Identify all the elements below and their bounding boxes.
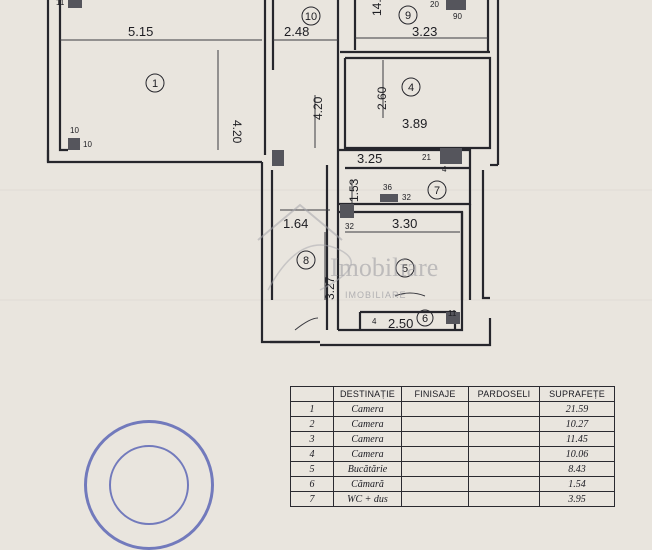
row-destination: Cămară	[333, 476, 402, 492]
room-number-4: 4	[408, 82, 414, 94]
radiator-markers	[68, 0, 466, 324]
row-destination: Camera	[333, 446, 402, 462]
row-area: 1.54	[539, 476, 615, 492]
room-numbers: 1 4 5 6 7 8 9 10	[152, 10, 440, 325]
row-destination: Camera	[333, 401, 402, 417]
marker-label: 10	[83, 140, 92, 149]
room-circles	[145, 5, 447, 327]
dimension-room7-depth: 1.53	[347, 178, 361, 202]
row-finishes	[401, 446, 469, 462]
watermark-brand: Imobiliare	[330, 253, 438, 282]
marker-label: 11	[448, 309, 457, 318]
legend-header-floors: PARDOSELI	[468, 386, 540, 402]
dimension-room10-width: 2.48	[284, 24, 309, 39]
row-finishes	[401, 416, 469, 432]
row-floors	[468, 446, 540, 462]
row-number: 2	[290, 416, 334, 432]
interior-lines	[60, 37, 488, 331]
room-number-1: 1	[152, 78, 158, 90]
dimension-room9-width: 3.23	[412, 24, 437, 39]
dimension-room5-width: 3.30	[392, 216, 417, 231]
marker-label: 4	[442, 165, 447, 174]
row-number: 1	[290, 401, 334, 417]
row-destination: WC + dus	[333, 491, 402, 507]
watermark: Imobiliare IMOBILIARE	[257, 203, 438, 300]
row-floors	[468, 416, 540, 432]
table-row: 2 Camera 10.27	[290, 416, 615, 432]
marker-label: 32	[402, 193, 411, 202]
room-number-7: 7	[434, 185, 440, 197]
marker-label: 90	[453, 12, 462, 21]
marker-label: 21	[422, 153, 431, 162]
room-number-8: 8	[303, 255, 309, 267]
room-number-5: 5	[402, 263, 408, 275]
row-number: 7	[290, 491, 334, 507]
row-floors	[468, 401, 540, 417]
row-number: 5	[290, 461, 334, 477]
legend-header-nr	[290, 386, 334, 402]
row-floors	[468, 491, 540, 507]
row-number: 4	[290, 446, 334, 462]
row-area: 8.43	[539, 461, 615, 477]
legend-header-finishes: FINISAJE	[401, 386, 469, 402]
legend-header-row: DESTINAȚIE FINISAJE PARDOSELI SUPRAFEȚE	[290, 386, 615, 402]
marker-label: 11	[56, 0, 65, 7]
row-finishes	[401, 431, 469, 447]
official-stamp	[84, 420, 214, 550]
marker-label: 10	[70, 126, 79, 135]
dimension-room10-depth: 4.20	[311, 96, 325, 120]
row-finishes	[401, 476, 469, 492]
row-destination: Bucătărie	[333, 461, 402, 477]
row-area: 21.59	[539, 401, 615, 417]
row-area: 3.95	[539, 491, 615, 507]
surface-legend-table: DESTINAȚIE FINISAJE PARDOSELI SUPRAFEȚE …	[290, 386, 615, 507]
row-floors	[468, 431, 540, 447]
table-row: 4 Camera 10.06	[290, 446, 615, 462]
dimension-room1-width: 5.15	[128, 24, 153, 39]
row-number: 3	[290, 431, 334, 447]
row-finishes	[401, 461, 469, 477]
row-destination: Camera	[333, 416, 402, 432]
table-row: 6 Cămară 1.54	[290, 476, 615, 492]
floor-plan: 1 4 5 6 7 8 9 10 5.15 2.48 3.23 2.60 3.8…	[0, 0, 652, 347]
row-area: 10.27	[539, 416, 615, 432]
marker-label: 32	[345, 222, 354, 231]
room-number-10: 10	[305, 11, 317, 23]
dimension-room8-width: 1.64	[283, 216, 308, 231]
table-row: 1 Camera 21.59	[290, 401, 615, 417]
legend-header-surfaces: SUPRAFEȚE	[539, 386, 615, 402]
marker-label: 20	[430, 0, 439, 9]
row-area: 10.06	[539, 446, 615, 462]
legend-header-destination: DESTINAȚIE	[333, 386, 402, 402]
small-markers: 11 10 10 90 20 21 4 36 32 32 4 11	[56, 0, 462, 326]
row-floors	[468, 476, 540, 492]
marker-label: 4	[372, 317, 377, 326]
room-number-6: 6	[422, 313, 428, 325]
row-finishes	[401, 401, 469, 417]
dimension-room1-depth: 4.20	[230, 120, 244, 144]
dimension-room4-width: 3.89	[402, 116, 427, 131]
marker-label: 36	[383, 183, 392, 192]
stamp-inner-ring	[109, 445, 189, 525]
row-number: 6	[290, 476, 334, 492]
table-row: 7 WC + dus 3.95	[290, 491, 615, 507]
row-destination: Camera	[333, 431, 402, 447]
dimension-room6-width: 2.50	[388, 316, 413, 331]
row-area: 11.45	[539, 431, 615, 447]
watermark-subtitle: IMOBILIARE	[345, 290, 407, 300]
walls	[46, 0, 500, 347]
table-row: 3 Camera 11.45	[290, 431, 615, 447]
table-row: 5 Bucătărie 8.43	[290, 461, 615, 477]
dimension-room7-width: 3.25	[357, 151, 382, 166]
row-finishes	[401, 491, 469, 507]
room-number-9: 9	[405, 10, 411, 22]
dimension-labels: 5.15 2.48 3.23 2.60 3.89 4.20 4.20 3.25 …	[128, 0, 437, 331]
row-floors	[468, 461, 540, 477]
dimension-room4-depth: 2.60	[375, 86, 389, 110]
dimension-room9-depth: 14.1	[370, 0, 384, 16]
